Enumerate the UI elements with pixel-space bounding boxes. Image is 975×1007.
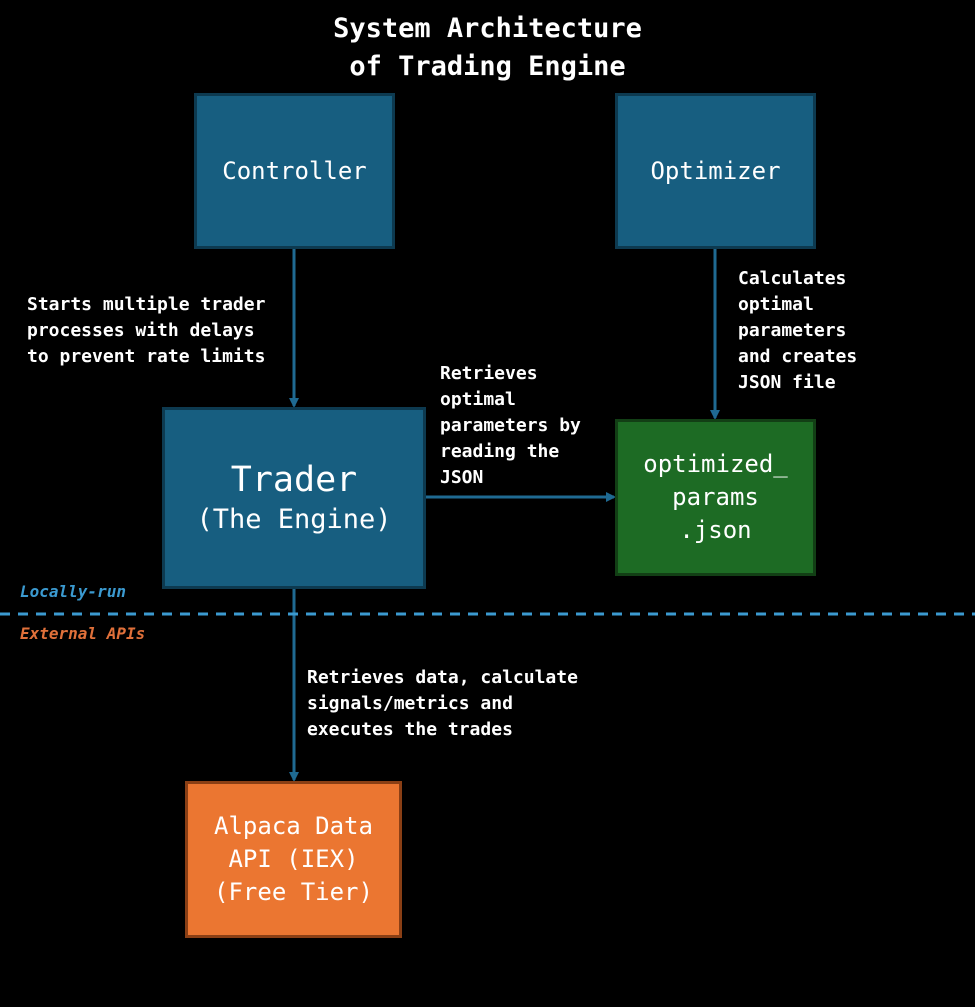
diagram-title: System Architecture of Trading Engine (0, 10, 975, 86)
zone-label-local: Locally-run (20, 582, 126, 601)
edge-label-line: Retrieves (440, 363, 538, 384)
edge-label-line: JSON (440, 467, 484, 488)
json-file-label-line-3: .json (679, 516, 752, 544)
edge-label-line: Starts multiple trader (27, 294, 266, 315)
diagram-title-line-2: of Trading Engine (349, 51, 626, 82)
optimizer-label: Optimizer (650, 157, 781, 185)
edge-label-optimizer-to-json: Calculates optimal parameters and create… (738, 266, 857, 396)
edge-label-trader-to-json: Retrieves optimal parameters by reading … (440, 361, 581, 491)
edge-label-line: parameters by (440, 415, 581, 436)
alpaca-label-line-2: API (IEX) (228, 845, 359, 873)
alpaca-label-line-1: Alpaca Data (214, 812, 373, 840)
edge-label-line: JSON file (738, 372, 836, 393)
edge-label-line: processes with delays (27, 320, 255, 341)
alpaca-label-line-3: (Free Tier) (214, 878, 373, 906)
json-file-label-line-1: optimized_ (643, 450, 788, 478)
edge-label-trader-to-alpaca: Retrieves data, calculate signals/metric… (307, 665, 578, 743)
diagram-title-line-1: System Architecture (333, 13, 642, 44)
trader-node: Trader (The Engine) (162, 407, 426, 589)
edge-label-line: signals/metrics and (307, 693, 513, 714)
json-file-label-line-2: params (672, 483, 759, 511)
edge-label-line: reading the (440, 441, 560, 462)
edge-label-line: optimal (440, 389, 516, 410)
edge-label-line: optimal (738, 294, 814, 315)
alpaca-api-node: Alpaca Data API (IEX) (Free Tier) (185, 781, 402, 938)
edge-label-line: Retrieves data, calculate (307, 667, 578, 688)
optimizer-node: Optimizer (615, 93, 816, 249)
edge-label-line: Calculates (738, 268, 847, 289)
edge-label-line: to prevent rate limits (27, 346, 266, 367)
edge-label-line: executes the trades (307, 719, 513, 740)
edge-label-line: and creates (738, 346, 858, 367)
trader-sublabel: (The Engine) (196, 504, 392, 535)
controller-label: Controller (222, 157, 367, 185)
edge-label-controller-to-trader: Starts multiple trader processes with de… (27, 292, 265, 370)
zone-label-external: External APIs (20, 624, 146, 643)
optimized-params-json-node: optimized_ params .json (615, 419, 816, 576)
edge-label-line: parameters (738, 320, 847, 341)
trader-label: Trader (230, 460, 358, 500)
controller-node: Controller (194, 93, 395, 249)
